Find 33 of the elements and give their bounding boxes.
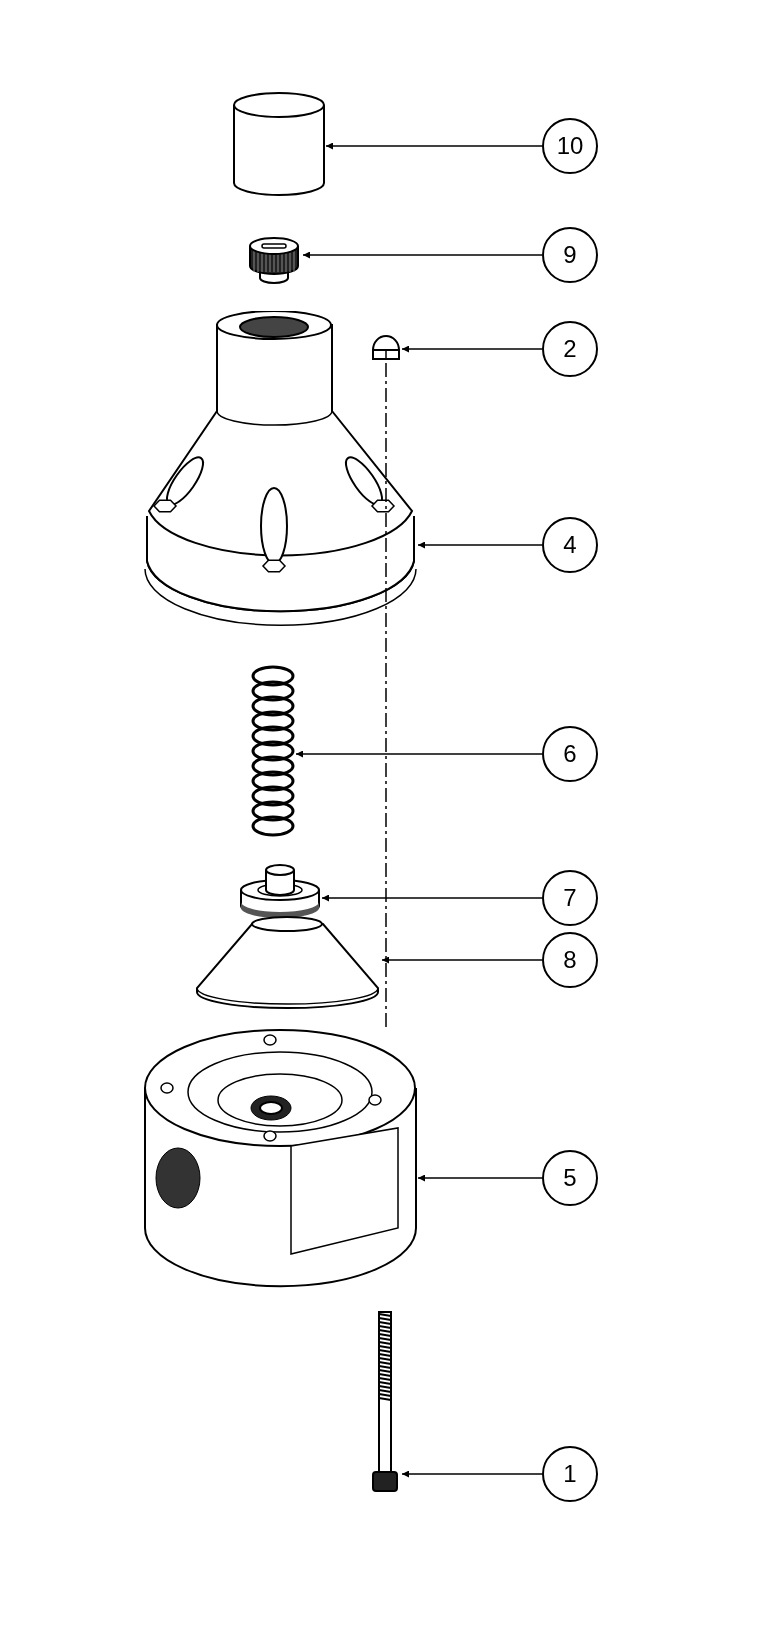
leader-line	[295, 750, 543, 758]
leader-line	[417, 541, 543, 549]
callout-number: 5	[563, 1166, 577, 1190]
callout-number: 2	[563, 337, 577, 361]
leader-line	[325, 142, 543, 150]
callout-balloon	[542, 726, 598, 782]
diaphragm-drawing	[193, 916, 382, 1011]
callout-number: 1	[563, 1462, 577, 1486]
leader-line	[381, 956, 543, 964]
callout-balloon	[542, 1150, 598, 1206]
callout-balloon	[542, 932, 598, 988]
leader-line	[417, 1174, 543, 1182]
callout-balloon	[542, 321, 598, 377]
callout-balloon	[542, 517, 598, 573]
leader-line	[401, 1470, 543, 1478]
cylinder-drawing	[232, 92, 326, 196]
leader-line	[385, 362, 387, 1029]
callout-balloon	[542, 1446, 598, 1502]
leader-line	[302, 251, 543, 259]
valve-body-drawing	[143, 1028, 418, 1289]
leader-line	[401, 345, 543, 353]
callout-number: 10	[556, 134, 584, 158]
callout-number: 8	[563, 948, 577, 972]
callout-number: 6	[563, 742, 577, 766]
callout-number: 9	[563, 243, 577, 267]
acorn-nut-drawing	[370, 332, 402, 363]
callout-number: 7	[563, 886, 577, 910]
callout-balloon	[542, 118, 598, 174]
callout-balloon	[542, 870, 598, 926]
piston-drawing	[238, 864, 322, 918]
callout-balloon	[542, 227, 598, 283]
leader-line	[321, 894, 543, 902]
callout-number: 4	[563, 533, 577, 557]
